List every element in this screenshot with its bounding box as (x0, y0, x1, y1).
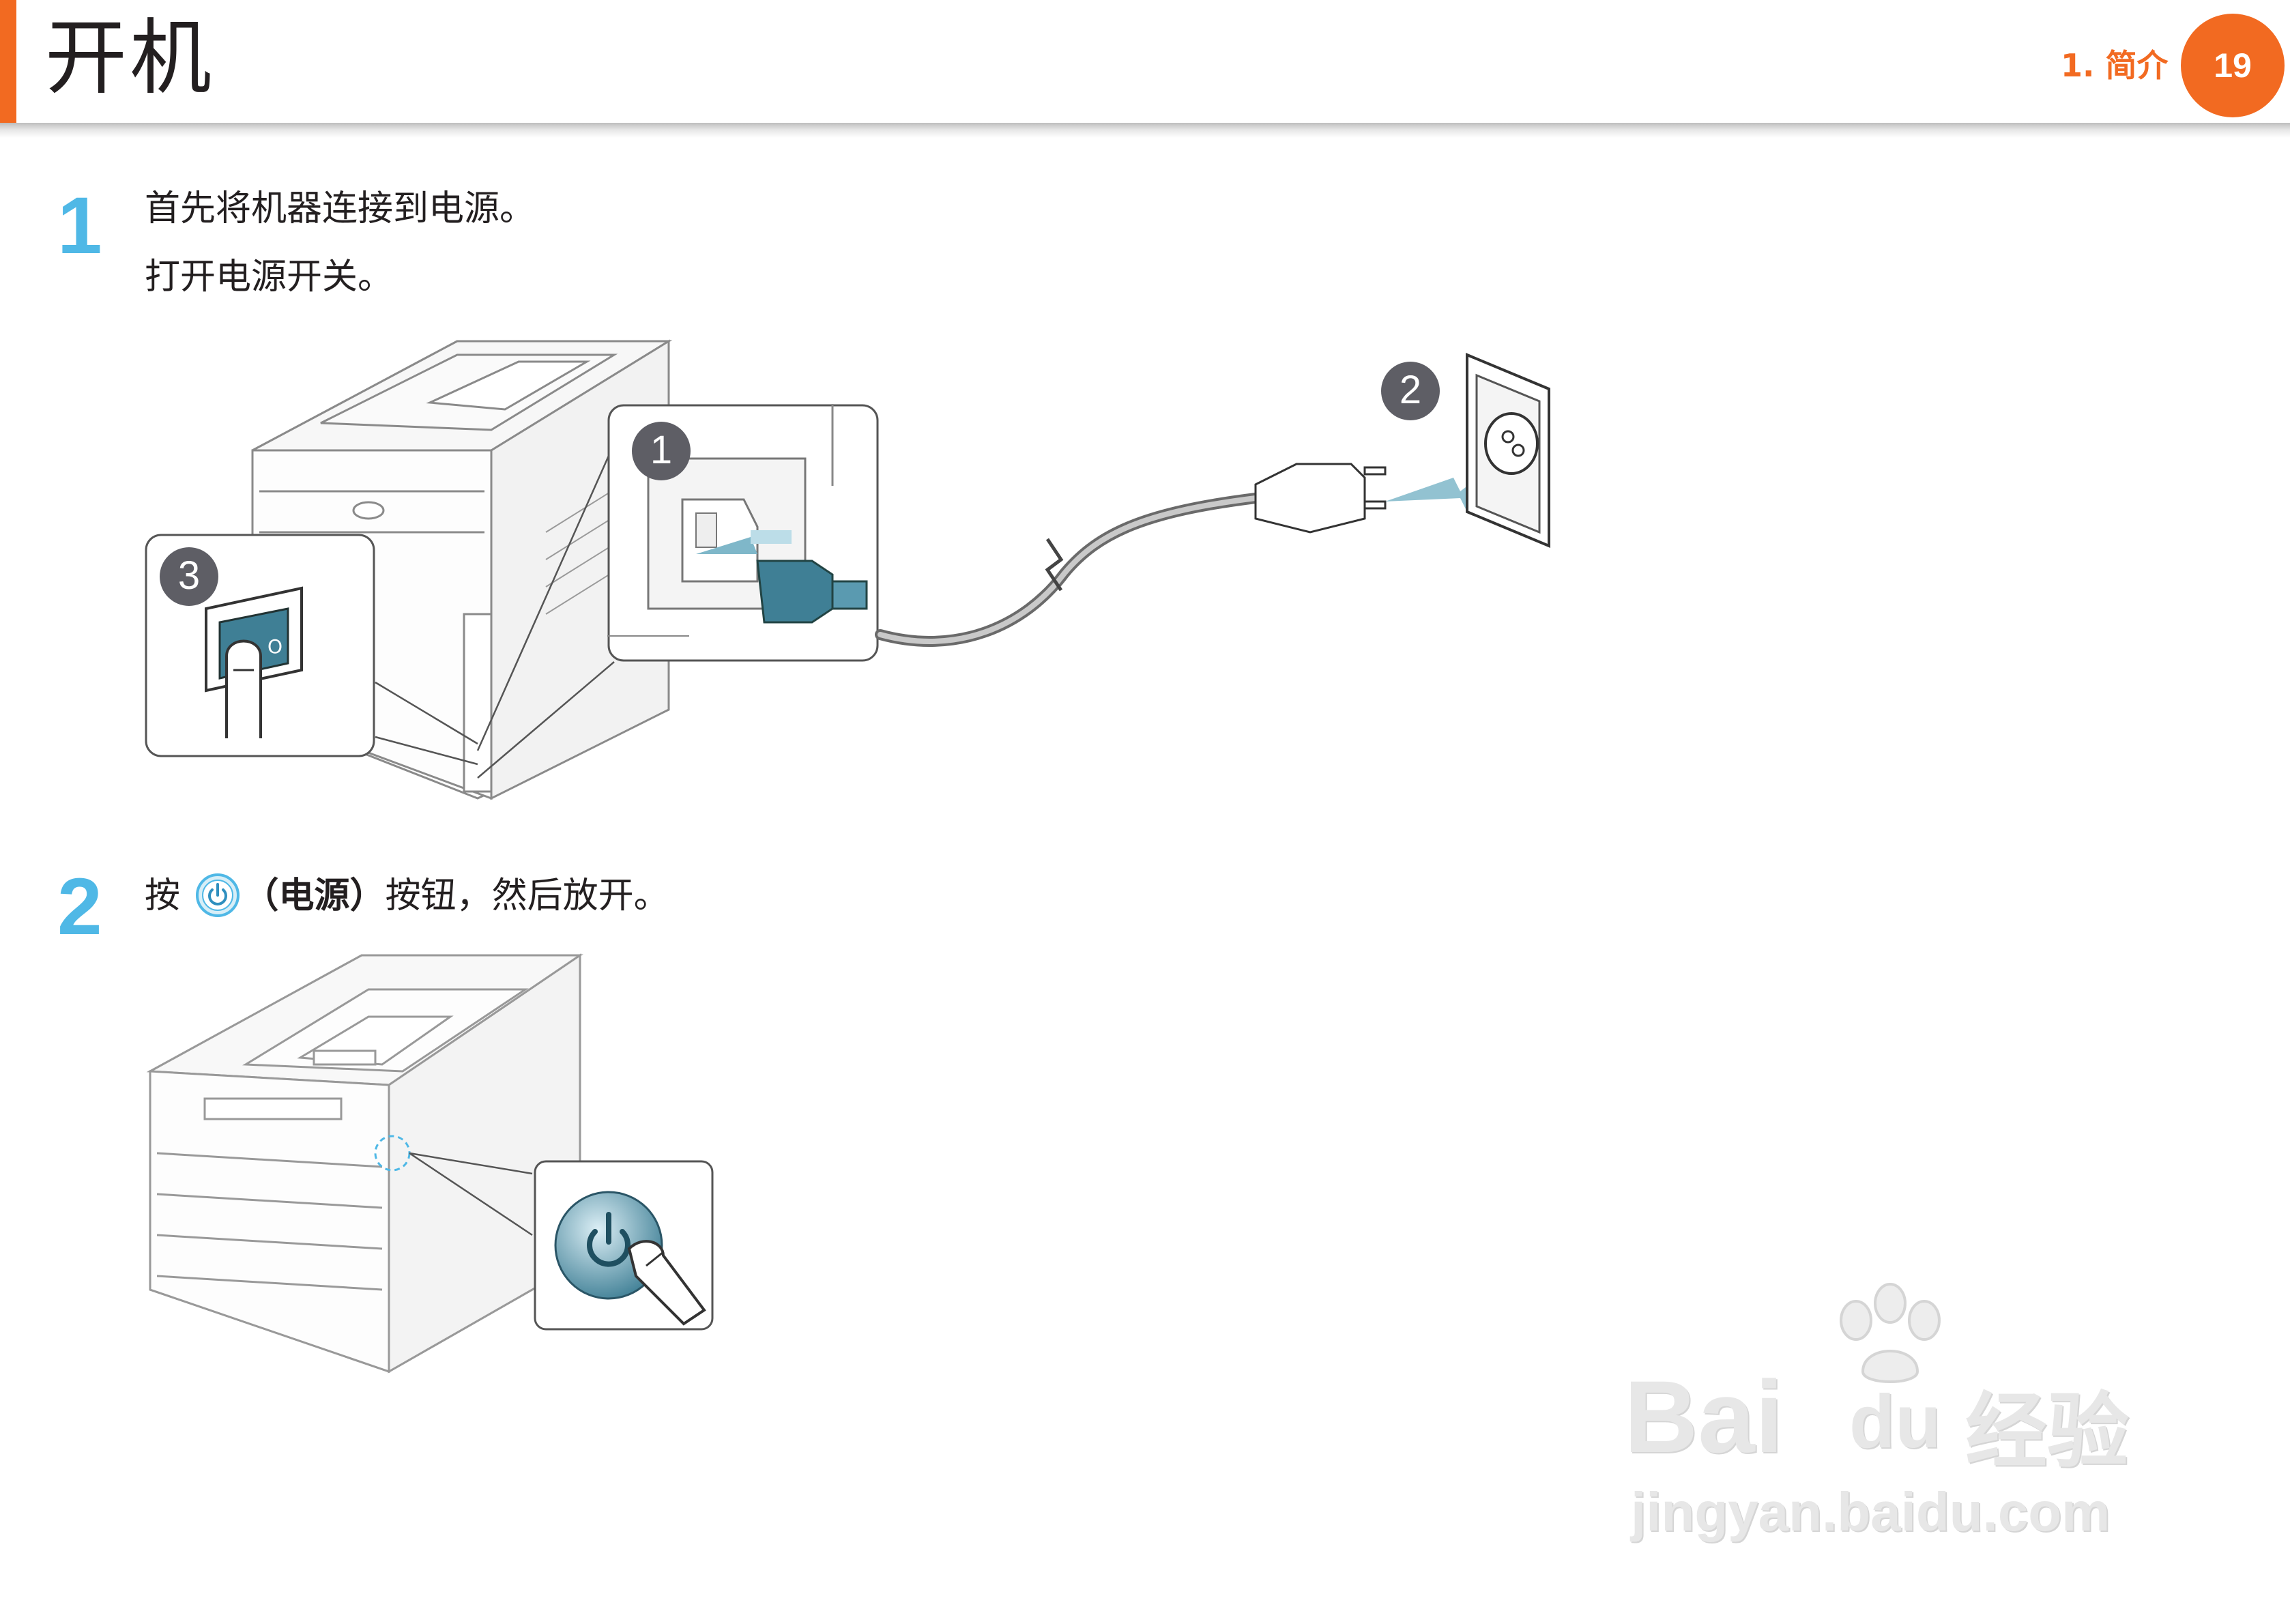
power-cord-illustration (873, 437, 1488, 669)
callout-label-2: 2 (1400, 368, 1421, 412)
step-1-line-1: 首先将机器连接到电源。 (145, 191, 535, 227)
power-icon (196, 873, 240, 917)
callout-badge-2: 2 (1380, 360, 1441, 422)
baidu-watermark: Bai du 经验 jingyan.baidu.com (1624, 1283, 2170, 1556)
watermark-brand: Bai (1624, 1358, 1783, 1476)
step-2-instruction: 按 （电源）按钮，然后放开。 (145, 873, 669, 917)
wall-socket-illustration (1460, 348, 1556, 553)
step-1-number: 1 (57, 186, 102, 266)
page-title: 开机 (45, 18, 214, 100)
power-button-callout (534, 1160, 714, 1331)
chapter-label: 1. 简介 (2061, 41, 2169, 86)
header-accent-bar (0, 0, 16, 126)
paw-icon (1829, 1283, 1952, 1385)
callout-badge-1: 1 (631, 420, 692, 482)
watermark-url: jingyan.baidu.com (1631, 1481, 2110, 1543)
watermark-brand-2: du (1849, 1378, 1941, 1465)
callout-label-1: 1 (650, 428, 672, 472)
callout-badge-3: 3 (158, 546, 220, 607)
header-divider (0, 123, 2290, 138)
page-number-badge: 19 (2181, 14, 2285, 117)
step-2-number: 2 (57, 867, 102, 947)
callout-label-3: 3 (178, 553, 200, 598)
power-term: （电源） (244, 875, 386, 916)
step-1-line-2: 打开电源开关。 (145, 259, 393, 295)
switch-off-label: O (267, 635, 282, 658)
step-2-text-before: 按 (145, 875, 180, 916)
watermark-suffix: 经验 (1965, 1365, 2129, 1483)
step-2-text-after: 按钮，然后放开。 (386, 875, 669, 916)
